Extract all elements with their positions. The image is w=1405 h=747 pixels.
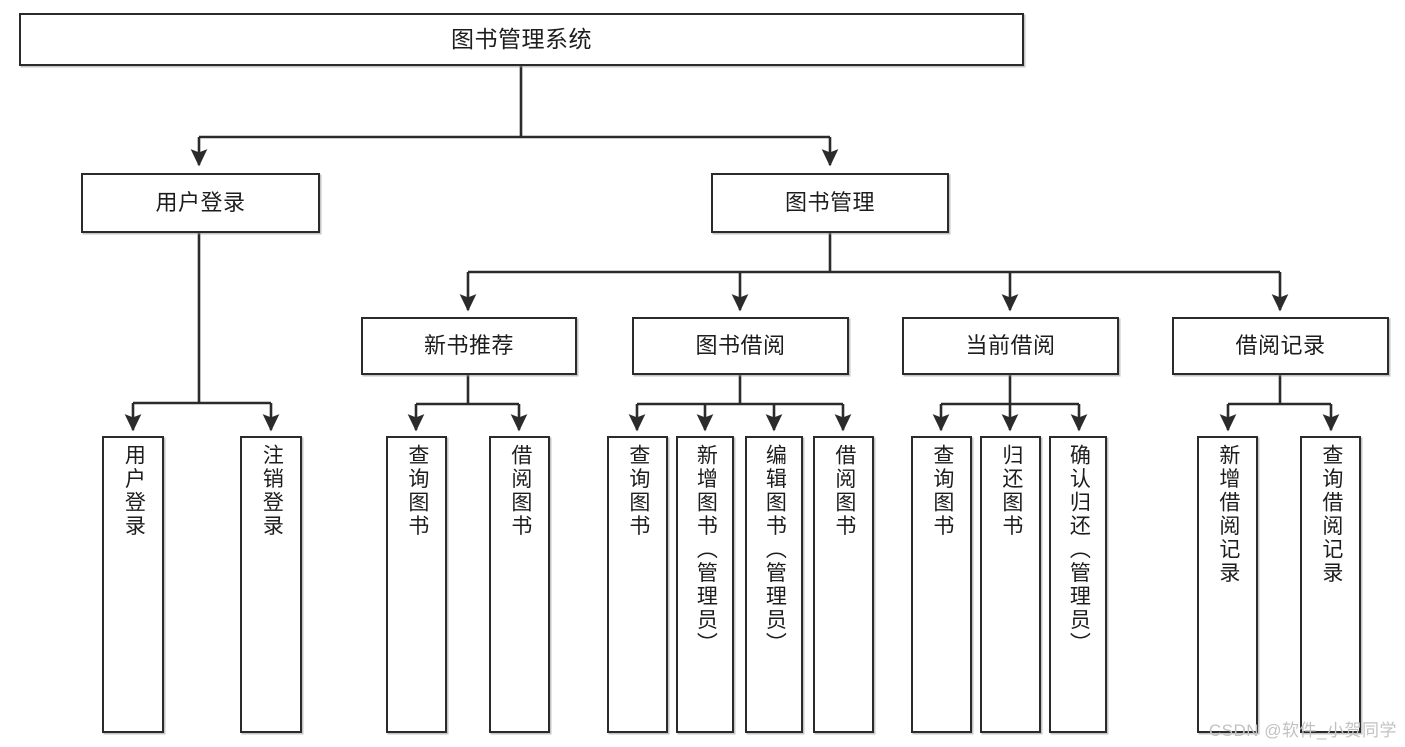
leaf-user-login-login[interactable]: 用户登录 — [102, 436, 164, 733]
node-label: 借阅图书 — [832, 444, 856, 538]
node-label: 用户登录 — [122, 444, 146, 538]
leaf-book-borrow-edit-book-admin[interactable]: 编辑图书（管理员） — [745, 436, 803, 733]
node-label: 借阅图书 — [508, 444, 532, 538]
node-current-borrow[interactable]: 当前借阅 — [902, 317, 1119, 375]
node-label: 归还图书 — [999, 444, 1023, 538]
leaf-user-login-logout[interactable]: 注销登录 — [240, 436, 302, 733]
node-label: 图书管理 — [784, 190, 875, 216]
node-label: 图书借阅 — [695, 333, 786, 359]
node-book-management[interactable]: 图书管理 — [711, 173, 949, 233]
leaf-book-borrow-add-book-admin[interactable]: 新增图书（管理员） — [676, 436, 734, 733]
node-label: 用户登录 — [155, 190, 246, 216]
node-borrow-record[interactable]: 借阅记录 — [1172, 317, 1389, 375]
node-user-login[interactable]: 用户登录 — [81, 173, 320, 233]
leaf-new-book-borrow-book[interactable]: 借阅图书 — [489, 436, 550, 733]
node-label: 借阅记录 — [1235, 333, 1326, 359]
leaf-new-book-query-book[interactable]: 查询图书 — [386, 436, 447, 733]
node-label: 查询图书 — [405, 444, 429, 538]
node-label: 查询图书 — [626, 444, 650, 538]
node-book-borrow[interactable]: 图书借阅 — [632, 317, 849, 375]
leaf-current-borrow-confirm-return-admin[interactable]: 确认归还（管理员） — [1049, 436, 1107, 733]
node-label: 注销登录 — [260, 444, 284, 538]
node-label: 确认归还（管理员） — [1067, 444, 1091, 656]
leaf-borrow-record-query-record[interactable]: 查询借阅记录 — [1300, 436, 1361, 733]
node-label: 当前借阅 — [965, 333, 1056, 359]
node-label: 编辑图书（管理员） — [763, 444, 787, 656]
node-label: 查询图书 — [930, 444, 954, 538]
leaf-current-borrow-return-book[interactable]: 归还图书 — [980, 436, 1041, 733]
node-new-book-recommend[interactable]: 新书推荐 — [361, 317, 577, 375]
leaf-book-borrow-query-book[interactable]: 查询图书 — [607, 436, 668, 733]
node-root-system[interactable]: 图书管理系统 — [19, 13, 1024, 66]
leaf-current-borrow-query-book[interactable]: 查询图书 — [911, 436, 972, 733]
node-label: 图书管理系统 — [451, 25, 592, 52]
watermark-text: CSDN @软件_小贺同学 — [1208, 721, 1397, 740]
node-label: 新增图书（管理员） — [694, 444, 718, 656]
leaf-borrow-record-add-record[interactable]: 新增借阅记录 — [1197, 436, 1258, 733]
leaf-book-borrow-borrow-book[interactable]: 借阅图书 — [813, 436, 874, 733]
node-label: 查询借阅记录 — [1319, 444, 1343, 585]
node-label: 新书推荐 — [423, 333, 514, 359]
node-label: 新增借阅记录 — [1216, 444, 1240, 585]
